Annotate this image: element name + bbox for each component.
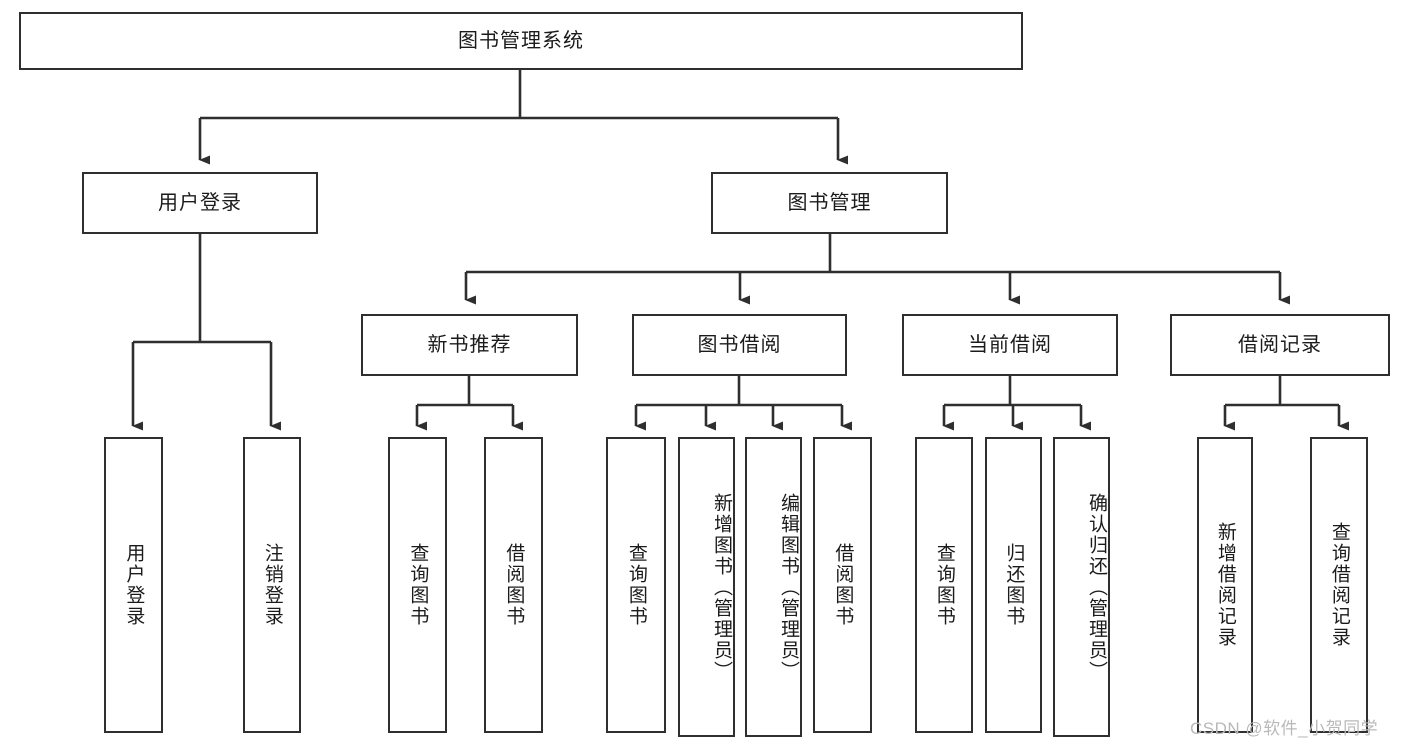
leaf-borrow-book-borrow[interactable]: 借阅图书 bbox=[813, 437, 872, 733]
leaf-query-borrow-record[interactable]: 查询借阅记录 bbox=[1310, 437, 1368, 733]
leaf-user-login[interactable]: 用户登录 bbox=[104, 437, 163, 733]
leaf-borrow-book-recommend[interactable]: 借阅图书 bbox=[484, 437, 543, 733]
leaf-query-book-current[interactable]: 查询图书 bbox=[915, 437, 973, 733]
leaf-return-book[interactable]: 归还图书 bbox=[985, 437, 1042, 733]
leaf-logout-login[interactable]: 注销登录 bbox=[243, 437, 301, 733]
node-new-book-recommend[interactable]: 新书推荐 bbox=[361, 314, 578, 376]
leaf-query-book-recommend[interactable]: 查询图书 bbox=[388, 437, 447, 733]
node-book-borrow[interactable]: 图书借阅 bbox=[632, 314, 847, 376]
leaf-query-book-borrow[interactable]: 查询图书 bbox=[606, 437, 666, 733]
leaf-add-book-admin[interactable]: 新增图书（管理员） bbox=[678, 437, 735, 737]
csdn-watermark: CSDN @软件_小贺同学 bbox=[1190, 719, 1379, 738]
node-current-borrow[interactable]: 当前借阅 bbox=[902, 314, 1118, 376]
node-book-management[interactable]: 图书管理 bbox=[711, 172, 948, 234]
leaf-add-borrow-record[interactable]: 新增借阅记录 bbox=[1197, 437, 1253, 733]
node-root-book-management-system[interactable]: 图书管理系统 bbox=[19, 12, 1023, 70]
node-user-login[interactable]: 用户登录 bbox=[82, 172, 318, 234]
node-borrow-record[interactable]: 借阅记录 bbox=[1170, 314, 1390, 376]
leaf-confirm-return-admin[interactable]: 确认归还（管理员） bbox=[1053, 437, 1110, 737]
leaf-edit-book-admin[interactable]: 编辑图书（管理员） bbox=[745, 437, 802, 737]
